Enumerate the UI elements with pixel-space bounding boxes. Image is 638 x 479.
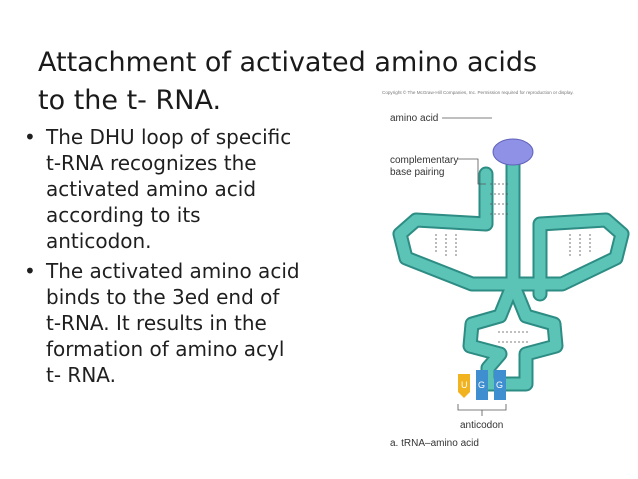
base-pairing-label: base pairing xyxy=(390,167,444,178)
figure-caption: a. tRNA–amino acid xyxy=(390,438,479,449)
bullet-item: • The DHU loop of specific t-RNA recogni… xyxy=(22,124,352,254)
anticodon-bases: U G G xyxy=(458,370,506,400)
bullet-line: anticodon. xyxy=(46,229,152,253)
bullet-line: activated amino acid xyxy=(46,177,257,201)
base-g-2-label: G xyxy=(496,380,503,390)
bullet-line: binds to the 3ed end of xyxy=(46,285,280,309)
base-g-1-label: G xyxy=(478,380,485,390)
amino-acid-label: amino acid xyxy=(390,113,438,124)
bullet-list: • The DHU loop of specific t-RNA recogni… xyxy=(22,124,352,392)
bullet-line: t- RNA. xyxy=(46,363,116,387)
trna-figure: Copyright © The McGraw-Hill Companies, I… xyxy=(376,84,638,456)
base-u xyxy=(458,374,470,392)
bullet-line: t-RNA recognizes the xyxy=(46,151,257,175)
bullet-line: The activated amino acid xyxy=(46,259,300,283)
trna-molecule xyxy=(392,154,630,392)
anticodon-label: anticodon xyxy=(460,420,503,431)
bullet-dot: • xyxy=(24,259,36,283)
slide-title: Attachment of activated amino acids to t… xyxy=(38,44,578,120)
base-pair-dashes xyxy=(435,183,591,343)
bullet-item: • The activated amino acid binds to the … xyxy=(22,258,352,388)
amino-acid-ellipse xyxy=(492,138,534,166)
complementary-leader xyxy=(458,158,486,185)
title-line-1: Attachment of activated amino acids xyxy=(38,47,538,79)
bullet-dot: • xyxy=(24,125,36,149)
trna-backbone-fill xyxy=(394,156,628,390)
bullet-line: t-RNA. It results in the xyxy=(46,311,267,335)
bullet-line: formation of amino acyl xyxy=(46,337,285,361)
bullet-line: The DHU loop of specific xyxy=(46,125,292,149)
title-line-2: to the t- RNA. xyxy=(38,85,222,117)
anticodon-bracket xyxy=(457,404,507,411)
base-g-1 xyxy=(476,370,488,400)
base-g-2 xyxy=(494,370,506,400)
bullet-line: according to its xyxy=(46,203,201,227)
base-u-label: U xyxy=(461,380,468,390)
copyright-text: Copyright © The McGraw-Hill Companies, I… xyxy=(382,89,574,95)
complementary-label: complementary xyxy=(390,155,458,166)
trna-diagram: Copyright © The McGraw-Hill Companies, I… xyxy=(382,89,630,449)
base-u-tip xyxy=(458,392,470,398)
